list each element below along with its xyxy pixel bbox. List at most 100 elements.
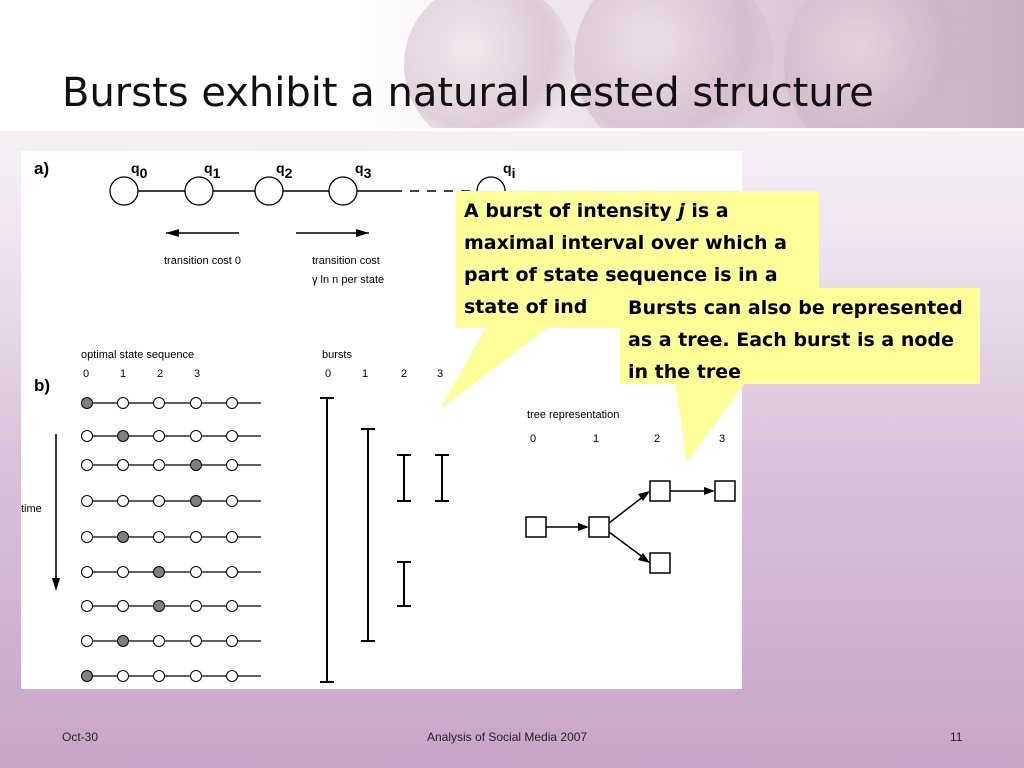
state-dot xyxy=(190,600,202,612)
state-dot xyxy=(190,531,202,543)
transition-cost-formula: γ ln n per state xyxy=(312,274,384,286)
state-sequence-rows xyxy=(81,397,261,682)
state-dot xyxy=(190,397,202,409)
state-label: qi xyxy=(503,160,515,181)
state-dot xyxy=(153,397,165,409)
tree-representation-callout: Bursts can also be represented as a tree… xyxy=(620,288,980,384)
burst-tree xyxy=(525,480,736,574)
tree-edge xyxy=(608,495,645,524)
active-state-dot xyxy=(153,600,165,612)
burst-diagram: a) q0 q1 q2 q3 qi transition cost 0 transiti… xyxy=(21,159,736,683)
state-subscript: 0 xyxy=(140,165,148,181)
footer-date: Oct-30 xyxy=(62,730,99,744)
panel-b-label: b) xyxy=(34,376,50,395)
state-dot xyxy=(190,635,202,647)
tree-representation-label: tree representation xyxy=(527,409,619,421)
active-state-dot xyxy=(153,566,165,578)
transition-cost-zero: transition cost 0 xyxy=(164,255,241,267)
burst-interval xyxy=(361,428,375,642)
column-label: 3 xyxy=(437,368,443,380)
active-state-dot xyxy=(81,670,93,682)
panel-a-label: a) xyxy=(34,159,49,178)
burst-diagram-figure: a) q0 q1 q2 q3 qi transition cost 0 transiti… xyxy=(21,151,742,689)
column-label: 1 xyxy=(362,368,368,380)
column-label: 0 xyxy=(530,433,536,445)
tree-node-2a xyxy=(649,480,671,502)
sequence-row xyxy=(81,397,261,409)
tree-edge-arrowhead xyxy=(578,523,589,531)
callout1-text-start: A burst of intensity xyxy=(464,200,679,222)
sequence-row xyxy=(81,600,261,612)
column-label: 1 xyxy=(120,368,126,380)
state-circle-q2 xyxy=(254,176,284,206)
transition-cost-label: transition cost xyxy=(312,255,380,267)
title-band xyxy=(0,0,1024,130)
state-dot xyxy=(153,670,165,682)
footer-page-number: 11 xyxy=(950,730,963,744)
state-dot xyxy=(153,531,165,543)
column-label: 2 xyxy=(654,433,660,445)
sequence-row xyxy=(81,670,261,682)
state-dot xyxy=(226,430,238,442)
column-label: 0 xyxy=(325,368,331,380)
tree-columns: 0 1 2 3 xyxy=(530,433,725,445)
state-dot xyxy=(153,635,165,647)
state-dot xyxy=(117,670,129,682)
state-dot xyxy=(117,600,129,612)
tree-node-1 xyxy=(588,516,610,538)
state-dot xyxy=(153,459,165,471)
state-dot xyxy=(81,531,93,543)
left-arrowhead xyxy=(166,229,179,237)
state-dot xyxy=(117,566,129,578)
active-state-dot xyxy=(117,635,129,647)
state-label: q2 xyxy=(276,160,293,181)
right-arrowhead xyxy=(356,229,369,237)
state-dot xyxy=(117,459,129,471)
active-state-dot xyxy=(81,397,93,409)
callout1-italic-j: j xyxy=(678,200,685,222)
state-dot xyxy=(226,495,238,507)
footer-title: Analysis of Social Media 2007 xyxy=(427,730,588,744)
optimal-state-sequence-label: optimal state sequence xyxy=(81,349,194,361)
column-label: 3 xyxy=(719,433,725,445)
tree-edge-arrowhead xyxy=(638,491,650,501)
state-label: q1 xyxy=(204,160,221,181)
burst-interval xyxy=(435,454,449,502)
sequence-row xyxy=(81,531,261,543)
state-dot xyxy=(226,459,238,471)
state-dot xyxy=(81,459,93,471)
state-dot xyxy=(226,600,238,612)
state-label: q0 xyxy=(131,160,148,181)
time-axis-arrowhead xyxy=(52,578,60,591)
state-dot xyxy=(226,566,238,578)
time-axis-label: time xyxy=(21,503,42,515)
callout2-text: Bursts can also be represented as a tree… xyxy=(628,297,963,383)
state-dot xyxy=(190,670,202,682)
state-chain-a: q0 q1 q2 q3 qi xyxy=(109,160,515,206)
tree-node-2b xyxy=(649,552,671,574)
tree-edge-arrowhead xyxy=(638,553,650,563)
column-label: 0 xyxy=(83,368,89,380)
callout1-text-end: is a maximal interval over which a part … xyxy=(464,200,787,318)
state-dot xyxy=(81,495,93,507)
state-circle-q3 xyxy=(328,176,358,206)
tree-node-3 xyxy=(714,480,736,502)
tree-edge xyxy=(608,531,645,559)
title-divider xyxy=(0,128,1024,131)
state-circle-q1 xyxy=(184,176,214,206)
burst-interval xyxy=(320,397,334,683)
state-dot xyxy=(117,397,129,409)
sequence-row xyxy=(81,459,261,471)
state-dot xyxy=(153,430,165,442)
sequence-row xyxy=(81,635,261,647)
sequence-row xyxy=(81,566,261,578)
state-label: q3 xyxy=(355,160,372,181)
state-dot xyxy=(226,397,238,409)
active-state-dot xyxy=(117,430,129,442)
column-label: 1 xyxy=(593,433,599,445)
column-label: 3 xyxy=(194,368,200,380)
sequence-row xyxy=(81,430,261,442)
state-dot xyxy=(226,635,238,647)
state-dot xyxy=(190,566,202,578)
